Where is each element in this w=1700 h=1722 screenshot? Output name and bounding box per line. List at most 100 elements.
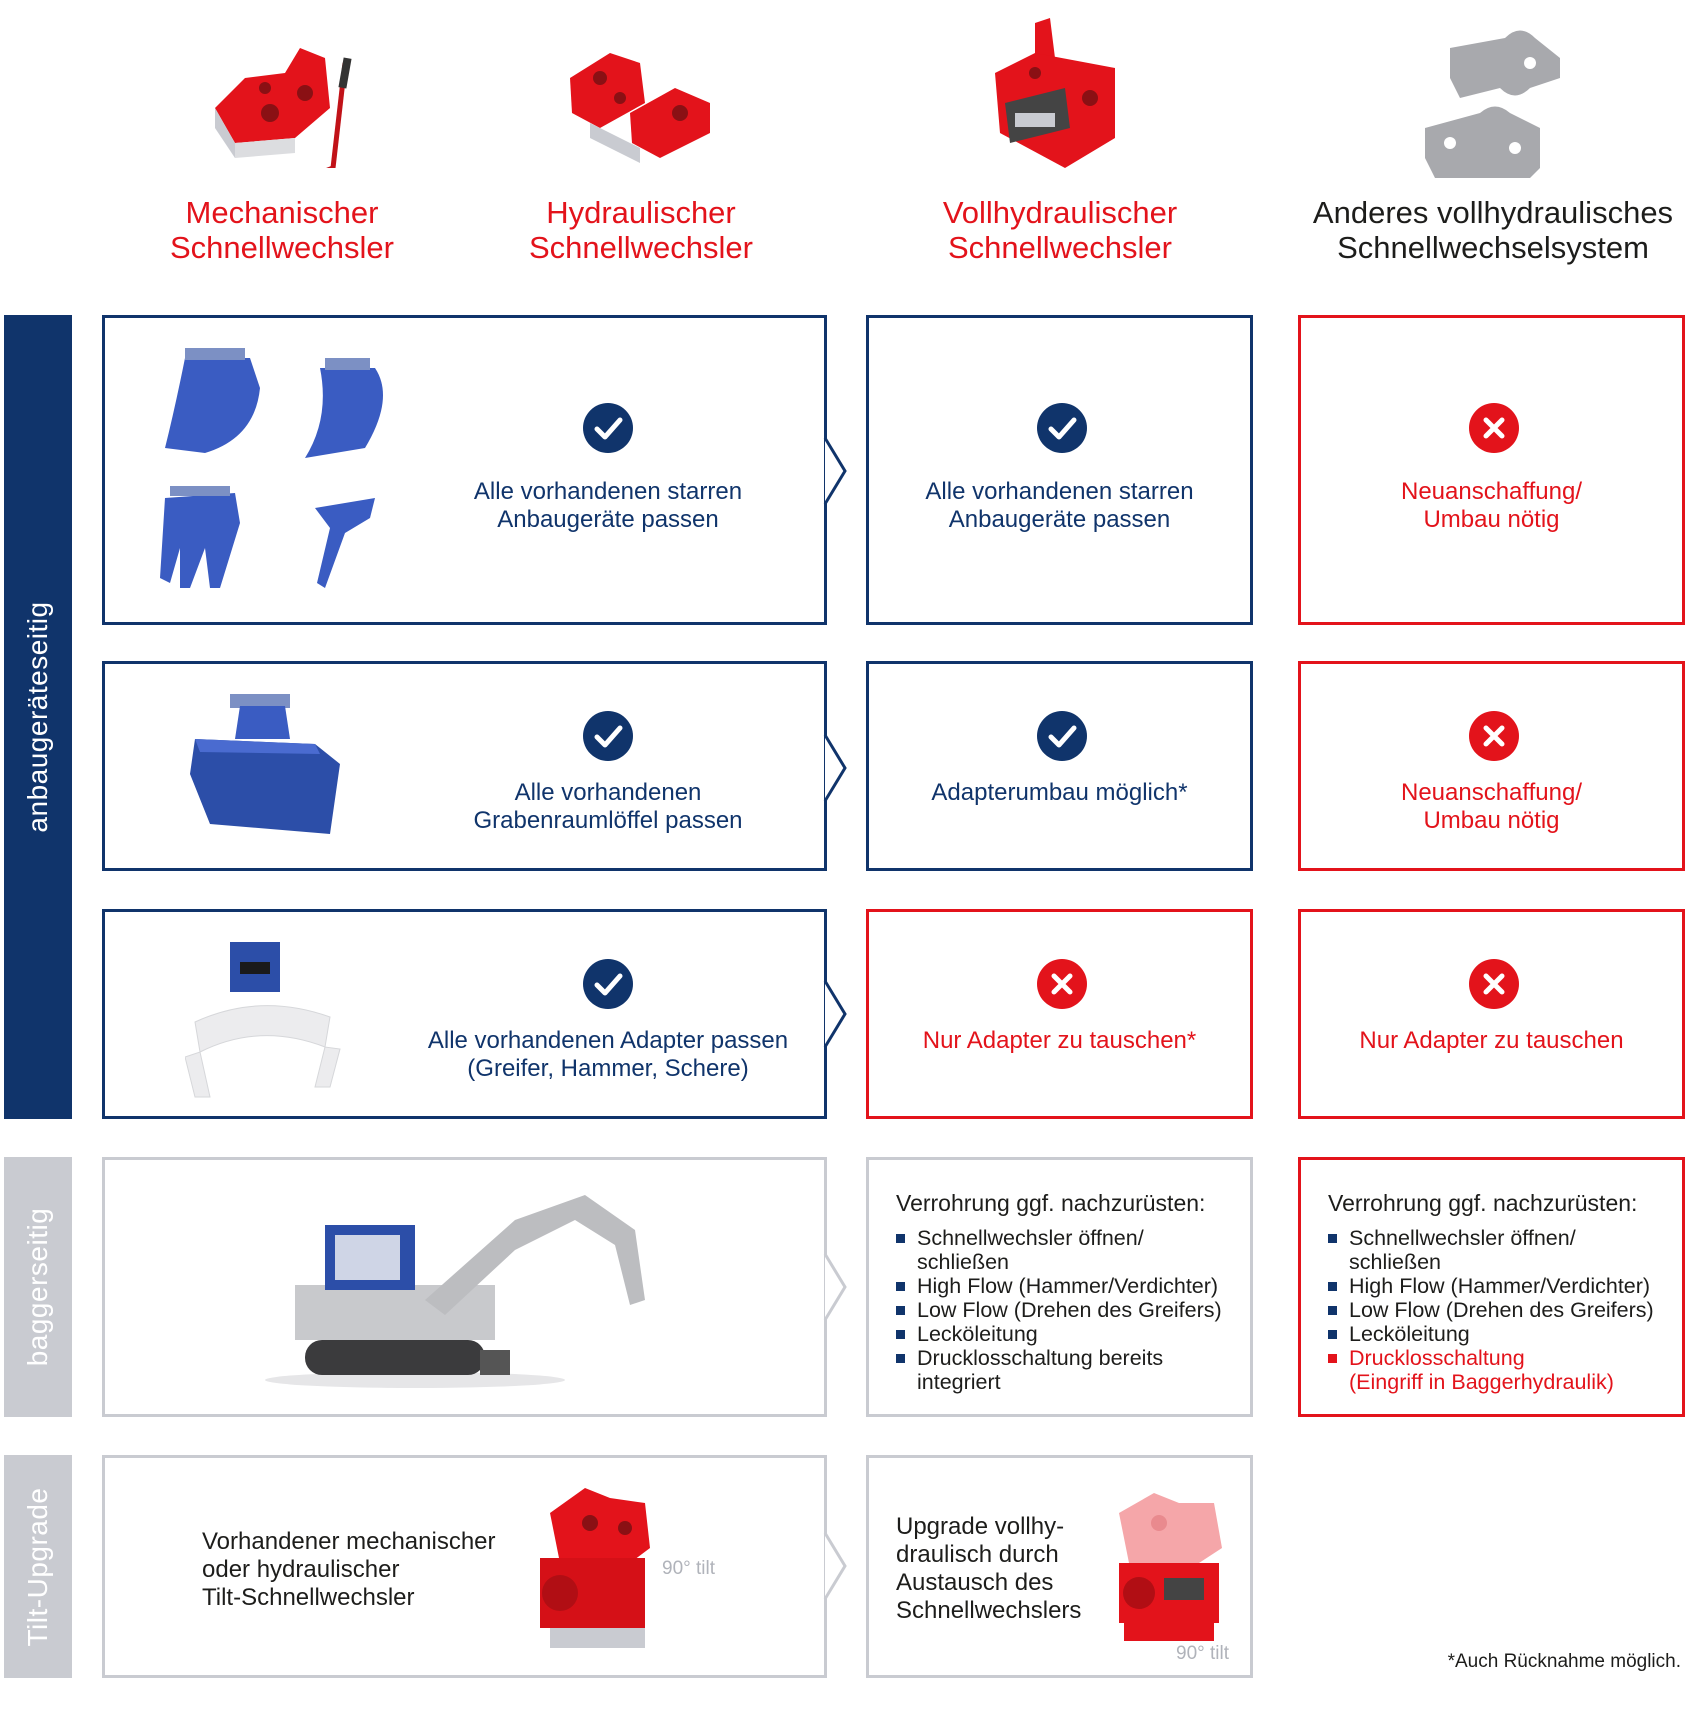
text-line: Vorhandener mechanischer — [202, 1528, 496, 1555]
text-line: Alle vorhandenen starren — [473, 478, 743, 505]
row1-left-box: Alle vorhandenen starren Anbaugeräte pas… — [102, 315, 827, 625]
hydraulic-quick-coupler-icon — [560, 18, 730, 173]
bullet-icon — [896, 1234, 905, 1243]
column-header-line: Schnellwechselsystem — [1337, 230, 1649, 265]
excavator-left-box — [102, 1157, 827, 1417]
list-item-text: schließen — [917, 1250, 1010, 1274]
row3-right-box: Nur Adapter zu tauschen — [1298, 909, 1685, 1119]
text-line: Alle vorhandenen starren — [925, 478, 1194, 505]
column-header-line: Mechanischer — [185, 195, 379, 230]
list-title: Verrohrung ggf. nachzurüsten: — [1328, 1190, 1638, 1216]
list-item: Schnellwechsler öffnen/ schließen — [896, 1226, 1246, 1274]
list-item-text: Low Flow (Drehen des Greifers) — [1349, 1298, 1654, 1322]
sidebar-label: Tilt-Upgrade — [22, 1486, 53, 1647]
bullet-icon — [1328, 1234, 1337, 1243]
mechanical-quick-coupler-icon — [205, 18, 375, 176]
list-title: Verrohrung ggf. nachzurüsten: — [896, 1190, 1206, 1216]
sidebar-attachment-side: anbaugeräteseitig — [4, 315, 72, 1119]
sidebar-label: anbaugeräteseitig — [22, 601, 53, 833]
row2-left-box: Alle vorhandenen Grabenraumlöffel passen — [102, 661, 827, 871]
list-item-text: Schnellwechsler öffnen/ — [1349, 1226, 1576, 1250]
excavator-image — [265, 1190, 685, 1405]
column-header-fully-hydraulic: Vollhydraulischer Schnellwechsler — [910, 195, 1210, 265]
list-item: High Flow (Hammer/Verdichter) — [896, 1274, 1246, 1298]
trench-bucket-image — [190, 694, 350, 849]
list-item: Schnellwechsler öffnen/ schließen — [1328, 1226, 1678, 1274]
text-line: Schnellwechslers — [896, 1597, 1082, 1624]
list-item-text: Schnellwechsler öffnen/ — [917, 1226, 1144, 1250]
tilt-mid-text: Upgrade vollhy- draulisch durch Austausc… — [896, 1513, 1081, 1625]
row3-mid-text: Nur Adapter zu tauschen* — [869, 1027, 1250, 1055]
column-header-line: Schnellwechsler — [529, 230, 753, 265]
check-icon — [583, 711, 633, 761]
bucket-attachments-image — [145, 348, 405, 603]
cross-icon — [1037, 959, 1087, 1009]
text-line: Upgrade vollhy- — [896, 1513, 1065, 1540]
list-item-text: schließen — [1349, 1250, 1442, 1274]
other-coupler-system-icon — [1420, 18, 1570, 183]
text-line: Anbaugeräte passen — [497, 506, 719, 533]
piping-list: Schnellwechsler öffnen/ schließen High F… — [896, 1226, 1246, 1394]
list-item: Drucklosschaltung bereits integriert — [896, 1346, 1246, 1394]
list-item-text: Drucklosschaltung bereits — [917, 1346, 1164, 1370]
chevron-right-icon — [823, 1531, 849, 1601]
list-item-text: High Flow (Hammer/Verdichter) — [917, 1274, 1219, 1298]
tilt-mid-box: Upgrade vollhy- draulisch durch Austausc… — [866, 1455, 1253, 1678]
text-line: Alle vorhandenen — [514, 779, 702, 806]
text-line: Grabenraumlöffel passen — [473, 807, 743, 834]
check-icon — [583, 403, 633, 453]
text-line: Tilt-Schnellwechsler — [202, 1584, 415, 1611]
list-item-text: High Flow (Hammer/Verdichter) — [1349, 1274, 1651, 1298]
column-header-line: Vollhydraulischer — [942, 195, 1178, 230]
check-icon — [1037, 403, 1087, 453]
sidebar-excavator-side: baggerseitig — [4, 1157, 72, 1417]
cross-icon — [1469, 711, 1519, 761]
list-item-text: Low Flow (Drehen des Greifers) — [917, 1298, 1222, 1322]
text-line: Umbau nötig — [1423, 506, 1560, 533]
upgrade-coupler-image — [1104, 1488, 1234, 1663]
text-line: Neuanschaffung/ — [1400, 478, 1583, 505]
text-line: Austausch des — [896, 1569, 1054, 1596]
check-icon — [1037, 711, 1087, 761]
text-line: Anbaugeräte passen — [948, 506, 1171, 533]
list-item: Low Flow (Drehen des Greifers) — [896, 1298, 1246, 1322]
row2-right-text: Neuanschaffung/ Umbau nötig — [1301, 779, 1682, 835]
adapter-grab-image — [184, 937, 345, 1107]
check-icon — [583, 959, 633, 1009]
list-item-text: (Eingriff in Baggerhydraulik) — [1349, 1370, 1614, 1394]
chevron-right-icon — [823, 436, 849, 506]
row2-mid-box: Adapterumbau möglich* — [866, 661, 1253, 871]
column-header-mechanical: Mechanischer Schnellwechsler — [132, 195, 432, 265]
column-header-line: Hydraulischer — [546, 195, 736, 230]
list-item: Lecköleitung — [1328, 1322, 1678, 1346]
row2-right-box: Neuanschaffung/ Umbau nötig — [1298, 661, 1685, 871]
fully-hydraulic-quick-coupler-icon — [975, 18, 1145, 178]
row2-mid-text: Adapterumbau möglich* — [869, 779, 1250, 807]
bullet-icon — [1328, 1354, 1337, 1363]
text-line: Umbau nötig — [1423, 807, 1560, 834]
cross-icon — [1469, 959, 1519, 1009]
chevron-right-icon — [823, 979, 849, 1049]
row1-right-box: Neuanschaffung/ Umbau nötig — [1298, 315, 1685, 625]
tilt-left-box: Vorhandener mechanischer oder hydraulisc… — [102, 1455, 827, 1678]
text-line: Nur Adapter zu tauschen — [1359, 1027, 1624, 1054]
row1-right-text: Neuanschaffung/ Umbau nötig — [1301, 478, 1682, 534]
bullet-icon — [1328, 1282, 1337, 1291]
tilt-left-text: Vorhandener mechanischer oder hydraulisc… — [202, 1528, 496, 1612]
bullet-icon — [896, 1330, 905, 1339]
column-header-hydraulic: Hydraulischer Schnellwechsler — [491, 195, 791, 265]
sidebar-tilt-upgrade: Tilt-Upgrade — [4, 1455, 72, 1678]
row3-mid-box: Nur Adapter zu tauschen* — [866, 909, 1253, 1119]
list-item-highlighted: Drucklosschaltung (Eingriff in Baggerhyd… — [1328, 1346, 1678, 1394]
list-item: High Flow (Hammer/Verdichter) — [1328, 1274, 1678, 1298]
tilt-coupler-image — [530, 1483, 660, 1668]
column-header-other-system: Anderes vollhydraulisches Schnellwechsel… — [1283, 195, 1700, 265]
list-item-text: Lecköleitung — [917, 1322, 1038, 1346]
row1-left-text: Alle vorhandenen starren Anbaugeräte pas… — [405, 478, 811, 534]
text-line: Neuanschaffung/ — [1400, 779, 1583, 806]
row3-left-box: Alle vorhandenen Adapter passen (Greifer… — [102, 909, 827, 1119]
row2-left-text: Alle vorhandenen Grabenraumlöffel passen — [405, 779, 811, 835]
row3-right-text: Nur Adapter zu tauschen — [1301, 1027, 1682, 1055]
list-item-text: integriert — [917, 1370, 1001, 1394]
excavator-right-box: Verrohrung ggf. nachzurüsten: Schnellwec… — [1298, 1157, 1685, 1417]
